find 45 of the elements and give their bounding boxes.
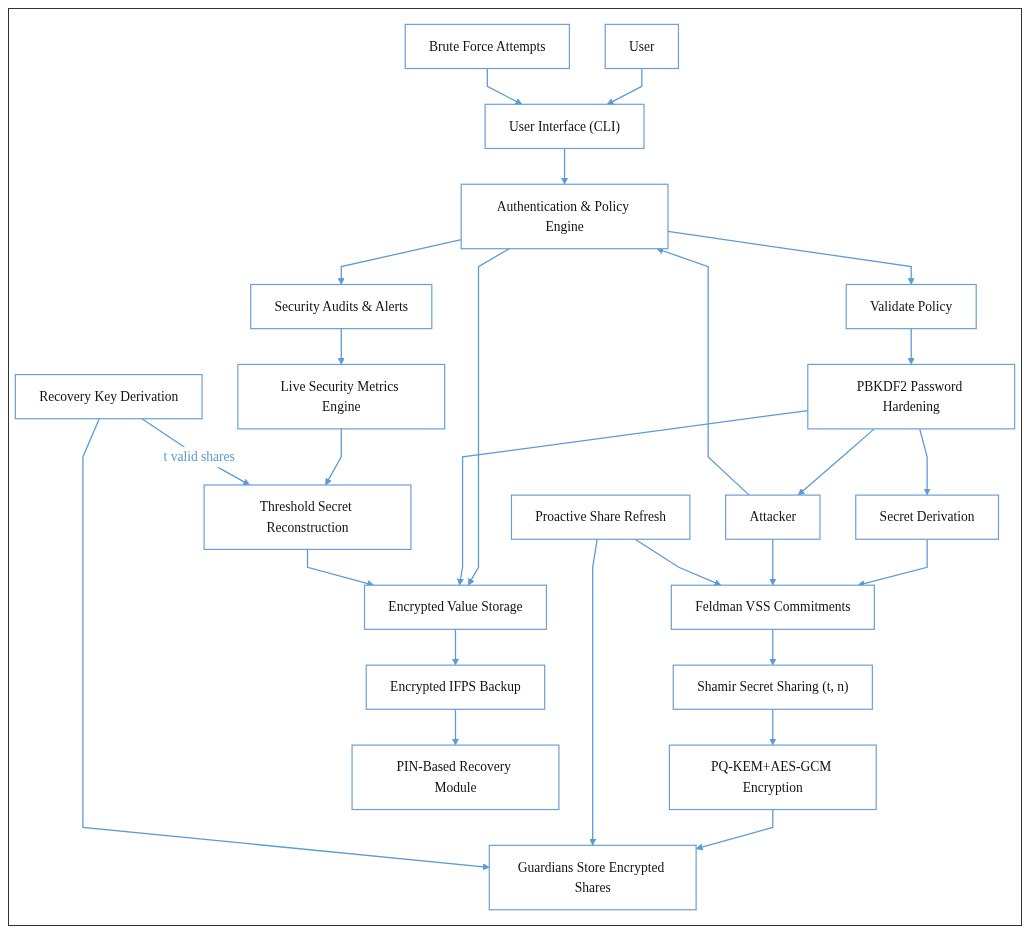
arrow	[306, 548, 375, 587]
arrow	[82, 418, 490, 871]
node-box: Live Security Metrics Engine	[237, 363, 446, 430]
arrow	[486, 67, 523, 105]
arrow	[325, 428, 342, 486]
node-box: Threshold Secret Reconstruction	[203, 484, 412, 550]
arrow	[337, 327, 345, 365]
arrow	[589, 538, 598, 846]
arrow	[141, 418, 250, 486]
node-box: Encrypted IFPS Backup	[365, 664, 546, 710]
arrow	[656, 247, 750, 496]
arrow	[561, 147, 569, 185]
arrow	[337, 239, 462, 285]
node-box: Security Audits & Alerts	[250, 283, 433, 330]
node-box: User	[604, 23, 680, 70]
arrow	[452, 628, 459, 666]
node-box: Attacker	[725, 494, 821, 540]
node-box: Recovery Key Derivation	[14, 373, 203, 420]
arrow	[919, 428, 931, 496]
node-box: Encrypted Value Storage	[363, 584, 548, 630]
node-box: Guardians Store Encrypted Shares	[488, 844, 697, 911]
arrow	[634, 538, 722, 586]
arrow	[797, 428, 875, 496]
node-box: Feldman VSS Commitments	[670, 584, 875, 630]
node-box: PQ-KEM+AES-GCM Encryption	[668, 744, 877, 811]
arrow	[695, 808, 774, 851]
edge-label: t valid shares	[163, 449, 235, 465]
node-box: PIN-Based Recovery Module	[351, 744, 560, 811]
arrow	[452, 708, 459, 746]
arrow	[907, 327, 915, 365]
arrow	[769, 628, 777, 666]
arrow	[467, 248, 510, 586]
node-box: Proactive Share Refresh	[510, 494, 691, 540]
node-box: PBKDF2 Password Hardening	[807, 363, 1016, 430]
node-box: User Interface (CLI)	[484, 103, 645, 149]
node-box: Shamir Secret Sharing (t, n)	[672, 664, 873, 710]
arrow	[667, 230, 915, 285]
arrow	[857, 538, 928, 587]
node-box: Authentication & Policy Engine	[460, 183, 669, 250]
node-box: Brute Force Attempts	[404, 23, 570, 70]
arrow	[769, 538, 777, 586]
arrow	[606, 67, 643, 105]
node-box: Secret Derivation	[855, 494, 1000, 540]
node-box: Validate Policy	[845, 283, 977, 330]
arrow	[769, 708, 777, 746]
